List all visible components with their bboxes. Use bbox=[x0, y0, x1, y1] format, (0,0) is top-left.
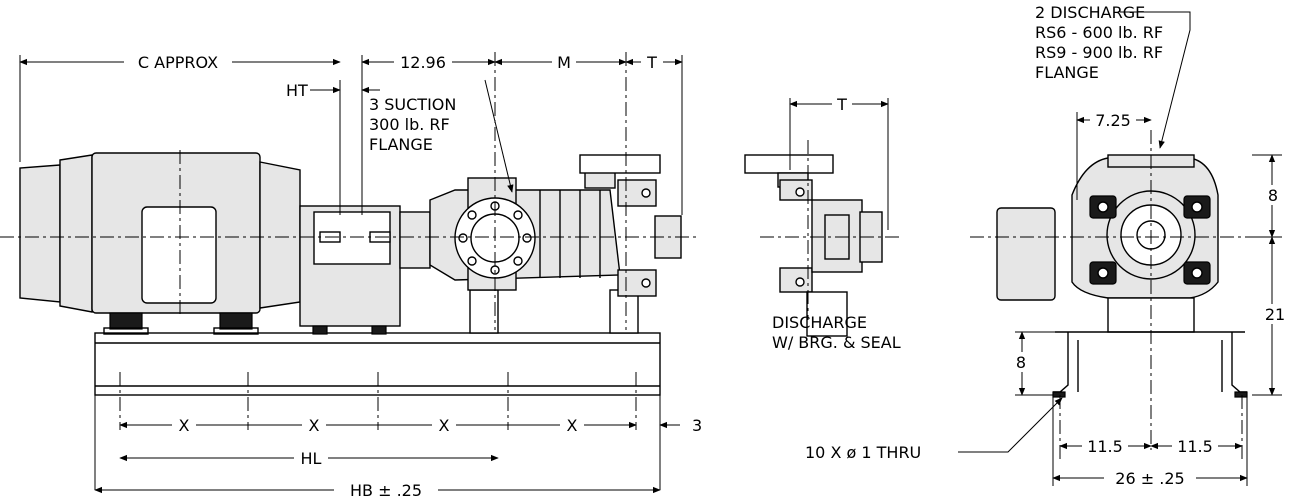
label-discharge-top-line3: RS9 - 900 lb. RF bbox=[1035, 43, 1163, 62]
discharge-end-view: T DISCHARGE W/ BRG. & SEAL bbox=[744, 94, 901, 352]
label-suction-line2: 300 lb. RF bbox=[369, 115, 450, 134]
label-7-25: 7.25 bbox=[1095, 111, 1131, 130]
label-t-side: T bbox=[646, 53, 657, 72]
label-x2: X bbox=[309, 416, 320, 435]
label-x4: X bbox=[567, 416, 578, 435]
label-discharge-line1: DISCHARGE bbox=[772, 313, 867, 332]
label-8-top: 8 bbox=[1268, 186, 1278, 205]
label-three: 3 bbox=[692, 416, 702, 435]
label-11-5-right: 11.5 bbox=[1177, 437, 1213, 456]
label-11-5-left: 11.5 bbox=[1087, 437, 1123, 456]
label-hl: HL bbox=[301, 449, 322, 468]
discharge-leader bbox=[1120, 11, 1191, 149]
label-m: M bbox=[557, 53, 571, 72]
base-channel bbox=[1052, 331, 1248, 398]
coupling-guard bbox=[299, 205, 401, 335]
label-x3: X bbox=[439, 416, 450, 435]
label-holes: 10 X ø 1 THRU bbox=[805, 443, 921, 462]
label-discharge-top-line4: FLANGE bbox=[1035, 63, 1099, 82]
label-12-96: 12.96 bbox=[400, 53, 446, 72]
label-discharge-line2: W/ BRG. & SEAL bbox=[772, 333, 901, 352]
suction-leader bbox=[484, 79, 514, 193]
label-t-mid: T bbox=[836, 95, 847, 114]
label-discharge-top-line1: 2 DISCHARGE bbox=[1035, 3, 1145, 22]
front-end-view: 2 DISCHARGE RS6 - 600 lb. RF RS9 - 900 l… bbox=[805, 3, 1290, 488]
label-suction-line1: 3 SUCTION bbox=[369, 95, 456, 114]
motor bbox=[19, 152, 301, 335]
label-c-approx: C APPROX bbox=[138, 53, 218, 72]
label-suction-line3: FLANGE bbox=[369, 135, 433, 154]
multistage-pump bbox=[399, 154, 682, 334]
label-x1: X bbox=[179, 416, 190, 435]
side-elevation-view: C APPROX 12.96 M T HT 3 SUCTION 300 lb. … bbox=[0, 52, 702, 497]
label-8-left: 8 bbox=[1016, 353, 1026, 372]
label-discharge-top-line2: RS6 - 600 lb. RF bbox=[1035, 23, 1163, 42]
label-hb: HB ± .25 bbox=[350, 481, 422, 497]
holes-leader bbox=[958, 397, 1063, 453]
label-21: 21 bbox=[1265, 305, 1285, 324]
label-26: 26 ± .25 bbox=[1115, 469, 1184, 488]
label-ht: HT bbox=[286, 81, 308, 100]
